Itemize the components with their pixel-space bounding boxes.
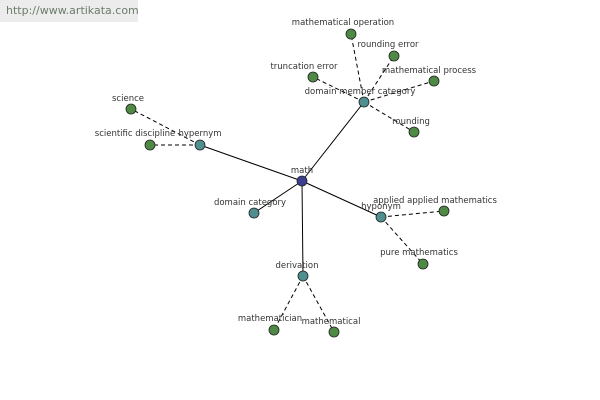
label-domain-category: domain category <box>214 198 286 208</box>
label-applied-applied-mathematics: applied applied mathematics <box>373 196 497 206</box>
label-math: math <box>291 166 313 176</box>
node-rounding-dot[interactable] <box>408 126 420 138</box>
edge-dmc-rounding-error <box>363 55 395 103</box>
node-scientific-discipline-dot[interactable] <box>144 139 156 151</box>
node-math[interactable]: math <box>291 166 313 187</box>
node-domain-member-category[interactable]: domain member category <box>305 87 416 108</box>
graph-edges <box>130 33 445 333</box>
node-mathematical-operation-dot[interactable] <box>345 28 357 40</box>
edge-math-domain-member-category <box>301 101 365 182</box>
node-mathematical-operation[interactable]: mathematical operation <box>292 18 394 40</box>
node-mathematical[interactable]: mathematical <box>302 317 361 338</box>
label-scientific-discipline: scientific discipline <box>95 129 175 139</box>
node-mathematician[interactable]: mathematician <box>238 314 302 336</box>
node-domain-category[interactable]: domain category <box>214 198 286 219</box>
label-mathematical-operation: mathematical operation <box>292 18 394 28</box>
edge-math-hyponym <box>301 180 382 218</box>
node-truncation-error-dot[interactable] <box>307 71 319 83</box>
edge-dmc-mathematical-process <box>363 80 435 103</box>
node-mathematical-dot[interactable] <box>328 326 340 338</box>
node-rounding[interactable]: rounding <box>392 117 430 138</box>
node-derivation-dot[interactable] <box>297 270 309 282</box>
node-science[interactable]: science <box>112 94 144 115</box>
node-hyponym-dot[interactable] <box>375 211 387 223</box>
edge-hyponym-pure-mathematics <box>380 216 424 265</box>
label-mathematical-process: mathematical process <box>382 66 477 76</box>
node-rounding-error-dot[interactable] <box>388 50 400 62</box>
node-applied-applied-mathematics[interactable]: applied applied mathematics <box>373 196 497 217</box>
node-math-dot[interactable] <box>296 175 308 187</box>
node-truncation-error[interactable]: truncation error <box>270 62 338 83</box>
edge-derivation-mathematical <box>302 275 335 333</box>
edge-hyponym-applied-applied-mathematics <box>380 210 445 218</box>
label-domain-member-category: domain member category <box>305 87 416 97</box>
edge-math-derivation <box>301 180 304 277</box>
node-mathematical-process-dot[interactable] <box>428 75 440 87</box>
edge-dmc-mathematical-operation <box>350 33 365 103</box>
edge-hypernym-science <box>130 108 201 146</box>
label-pure-mathematics: pure mathematics <box>380 248 458 258</box>
label-mathematical: mathematical <box>302 317 361 327</box>
node-hyponym[interactable]: hyponym <box>361 202 401 223</box>
label-truncation-error: truncation error <box>270 62 338 72</box>
node-applied-applied-mathematics-dot[interactable] <box>438 205 450 217</box>
node-pure-mathematics[interactable]: pure mathematics <box>380 248 458 270</box>
node-domain-category-dot[interactable] <box>248 207 260 219</box>
node-rounding-error[interactable]: rounding error <box>357 40 419 62</box>
node-domain-member-category-dot[interactable] <box>358 96 370 108</box>
node-mathematical-process[interactable]: mathematical process <box>382 66 477 87</box>
edge-math-hypernym <box>199 144 303 182</box>
node-science-dot[interactable] <box>125 103 137 115</box>
edge-dmc-truncation-error <box>312 76 365 103</box>
node-derivation[interactable]: derivation <box>275 261 319 282</box>
graph-nodes: math hypernym domain member category dom… <box>95 18 497 338</box>
node-scientific-discipline[interactable]: scientific discipline <box>95 129 175 151</box>
edge-derivation-mathematician <box>273 275 304 331</box>
node-hypernym[interactable]: hypernym <box>178 129 222 151</box>
edge-dmc-rounding <box>363 101 415 133</box>
label-derivation: derivation <box>275 261 318 271</box>
label-rounding-error: rounding error <box>357 40 419 50</box>
node-pure-mathematics-dot[interactable] <box>417 258 429 270</box>
edge-math-domain-category <box>253 180 303 214</box>
node-hypernym-dot[interactable] <box>194 139 206 151</box>
label-rounding: rounding <box>392 117 430 127</box>
label-hypernym: hypernym <box>178 129 221 139</box>
label-mathematician: mathematician <box>238 314 302 324</box>
watermark-url[interactable]: http://www.artikata.com <box>0 0 139 22</box>
node-mathematician-dot[interactable] <box>268 324 280 336</box>
label-hyponym: hyponym <box>361 202 401 212</box>
label-science: science <box>112 94 144 104</box>
